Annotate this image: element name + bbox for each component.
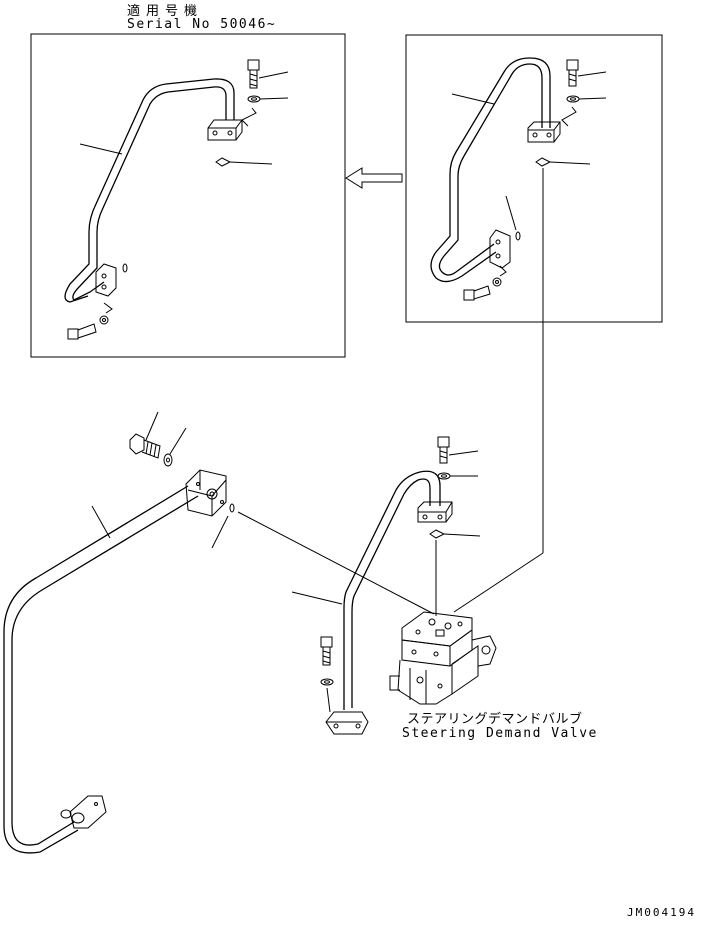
detail-box-left [30,33,346,358]
right-box-pipe [430,57,561,283]
main-large-oring [211,503,235,549]
main-medium-bolt-top [437,436,479,464]
right-box-pipe-leader [451,93,495,105]
main-medium-pipe-leader [291,591,343,605]
main-large-washer [163,427,187,467]
applicable-serial-label: 適用号機 [127,4,204,19]
left-box-bolt-top [247,59,289,89]
right-box-washer-top [561,95,607,127]
left-box-washer-top [241,95,289,127]
main-large-pipe-leader [91,505,111,539]
left-box-oring-top [215,157,273,167]
valve-label-en: Steering Demand Valve [402,726,598,741]
right-box-oring-top [535,157,591,167]
left-arrow [345,167,403,189]
valve-label-jp: ステアリングデマンドバルブ [407,712,583,727]
left-box-oring-bottom [122,263,128,273]
left-box-pipe [64,78,243,303]
main-medium-bolt-bottom [320,636,333,666]
right-box-bolt-top [566,59,607,87]
right-box-oring-side [505,195,521,241]
main-large-callout [237,511,435,615]
left-box-bolt-bottom [67,302,113,340]
main-medium-washer-top [437,472,478,480]
right-box-bolt-side [463,265,507,301]
main-large-bolt [129,411,161,459]
drawing-id: JM004194 [627,906,696,919]
detail-box-right [405,34,663,323]
serial-number-text: Serial No 50046~ [127,17,277,32]
main-medium-pipe [325,470,453,735]
steering-demand-valve [389,611,497,705]
detail-callout-line-diag [453,552,544,613]
left-box-pipe-leader [79,143,123,155]
main-medium-washer-bottom [320,678,334,713]
main-medium-oring-top [429,529,481,616]
main-large-pipe [3,469,227,854]
